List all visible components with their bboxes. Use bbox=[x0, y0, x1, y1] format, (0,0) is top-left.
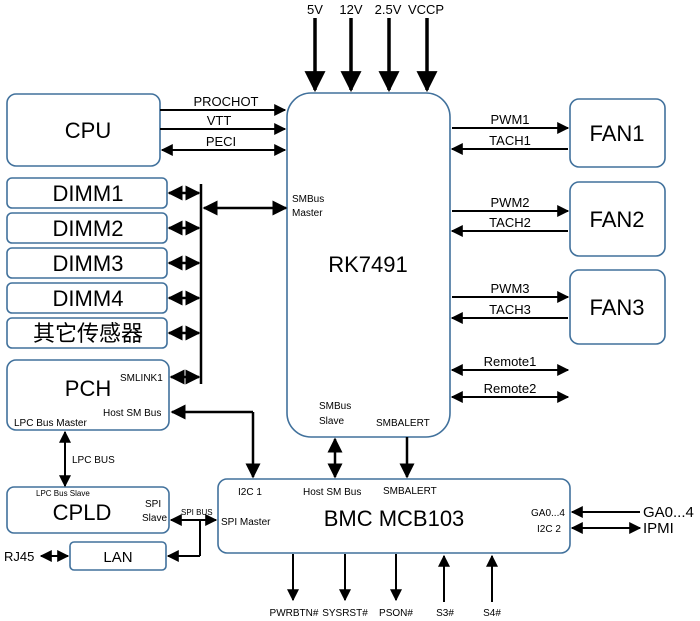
bmc-i2c1-label: I2C 1 bbox=[238, 487, 262, 498]
s3-label: S3# bbox=[436, 608, 454, 619]
spi-bus-label: SPI BUS bbox=[181, 508, 213, 517]
cpld-label: CPLD bbox=[53, 500, 112, 525]
lpc-bus-label: LPC BUS bbox=[72, 455, 115, 466]
pwm1-label: PWM1 bbox=[491, 112, 530, 127]
other-sensors-label: 其它传感器 bbox=[33, 321, 143, 346]
other-sensors-box: 其它传感器 bbox=[6, 317, 168, 349]
vtt-label: VTT bbox=[207, 113, 232, 128]
fan1-box: FAN1 bbox=[569, 98, 666, 168]
bmc-i2c2-label: I2C 2 bbox=[537, 524, 561, 535]
bmc-spi-master-label: SPI Master bbox=[221, 517, 271, 528]
power-2v5-label: 2.5V bbox=[375, 2, 402, 17]
cpu-label: CPU bbox=[65, 118, 111, 143]
bmc-smbalert-label: SMBALERT bbox=[383, 486, 437, 497]
tach2-label: TACH2 bbox=[489, 215, 531, 230]
pch-label: PCH bbox=[65, 376, 111, 401]
chip-smbalert-label: SMBALERT bbox=[376, 418, 430, 429]
smbus-master-label-2: Master bbox=[292, 208, 323, 219]
pwm3-label: PWM3 bbox=[491, 281, 530, 296]
lan-label: LAN bbox=[103, 549, 132, 566]
power-vccp-label: VCCP bbox=[408, 2, 444, 17]
fan2-label: FAN2 bbox=[589, 207, 644, 232]
remote1-label: Remote1 bbox=[484, 354, 537, 369]
rj45-label: RJ45 bbox=[4, 549, 34, 564]
spi-bus bbox=[166, 514, 218, 562]
power-5v-label: 5V bbox=[307, 2, 323, 17]
fan3-label: FAN3 bbox=[589, 295, 644, 320]
dimm4-label: DIMM4 bbox=[53, 286, 124, 311]
cpld-spi-label-1: SPI bbox=[145, 499, 161, 510]
bmc-right-links bbox=[570, 506, 642, 534]
smbus-master-label-1: SMBus bbox=[292, 194, 324, 205]
smbus-slave-label-2: Slave bbox=[319, 416, 344, 427]
tach3-label: TACH3 bbox=[489, 302, 531, 317]
smbus-slave-label-1: SMBus bbox=[319, 401, 351, 412]
smlink-label: SMLINK1 bbox=[120, 373, 163, 384]
dimm3-box: DIMM3 bbox=[6, 247, 168, 279]
ipmi-label: IPMI bbox=[643, 520, 674, 537]
dimm2-label: DIMM2 bbox=[53, 216, 124, 241]
cpld-box: CPLD bbox=[6, 486, 170, 534]
bmc-box: BMC MCB103 bbox=[217, 478, 571, 554]
cpld-spi-label-2: Slave bbox=[142, 513, 167, 524]
bottom-signal-arrows bbox=[287, 554, 498, 602]
bmc-label: BMC MCB103 bbox=[324, 506, 465, 531]
rk7491-label: RK7491 bbox=[328, 252, 408, 277]
pwrbtn-label: PWRBTN# bbox=[270, 608, 319, 619]
pch-box: PCH bbox=[6, 359, 170, 431]
remote2-label: Remote2 bbox=[484, 381, 537, 396]
fan3-box: FAN3 bbox=[569, 269, 666, 345]
remote-links bbox=[450, 364, 570, 403]
fan2-box: FAN2 bbox=[569, 181, 666, 257]
dimm1-box: DIMM1 bbox=[6, 177, 168, 209]
lpc-master-label: LPC Bus Master bbox=[14, 418, 87, 429]
power-arrows bbox=[304, 18, 438, 93]
dimm2-box: DIMM2 bbox=[6, 212, 168, 244]
fan-links bbox=[450, 122, 570, 324]
ga-external-label: GA0...4 bbox=[643, 504, 694, 521]
power-12v-label: 12V bbox=[339, 2, 362, 17]
cpu-box: CPU bbox=[6, 93, 161, 167]
dimm3-label: DIMM3 bbox=[53, 251, 124, 276]
pwm2-label: PWM2 bbox=[491, 195, 530, 210]
pson-label: PSON# bbox=[379, 608, 413, 619]
dimm4-box: DIMM4 bbox=[6, 282, 168, 314]
peci-label: PECI bbox=[206, 134, 236, 149]
fan1-label: FAN1 bbox=[589, 121, 644, 146]
smbus-master-bus bbox=[167, 184, 288, 385]
s4-label: S4# bbox=[483, 608, 501, 619]
sysrst-label: SYSRST# bbox=[322, 608, 368, 619]
rk7491-box: RK7491 bbox=[286, 92, 451, 438]
bmc-host-smbus-label: Host SM Bus bbox=[303, 487, 361, 498]
prochot-label: PROCHOT bbox=[194, 94, 259, 109]
bmc-ga-label: GA0...4 bbox=[531, 508, 565, 519]
dimm1-label: DIMM1 bbox=[53, 181, 124, 206]
pch-host-smbus-label: Host SM Bus bbox=[103, 408, 161, 419]
lan-box: LAN bbox=[69, 541, 167, 571]
pch-host-smbus-link bbox=[170, 404, 261, 479]
lpc-slave-label: LPC Bus Slave bbox=[36, 489, 90, 498]
cpu-links bbox=[160, 104, 287, 156]
tach1-label: TACH1 bbox=[489, 133, 531, 148]
